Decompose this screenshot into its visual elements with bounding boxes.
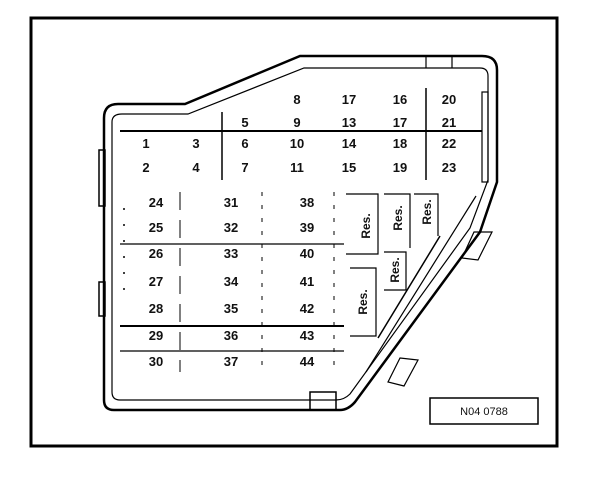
fuse-column-b: 31 32 33 34 35 36 37 [224,195,239,369]
fuse-number: 23 [442,160,456,175]
fuse-number: 3 [192,136,199,151]
res-bracket-4 [384,251,407,291]
fuse-number: 2 [142,160,149,175]
fuse-number: 39 [300,220,314,235]
fuse-number: 20 [442,92,456,107]
fuse-number: 28 [149,301,163,316]
fuse-number: 22 [442,136,456,151]
fuse-number: 11 [290,160,304,175]
res-bracket-2 [384,193,411,248]
fuse-number: 6 [241,136,248,151]
fuse-number: 25 [149,220,163,235]
fuse-number: 41 [300,274,314,289]
fuse-number: 17 [393,115,407,130]
fuse-row-3: 1 3 6 10 14 18 22 [142,136,456,151]
fuse-number: 26 [149,246,163,261]
fuse-number: 29 [149,328,163,343]
fuse-column-c: 38 39 40 41 42 43 44 [300,195,315,369]
fuse-number: 19 [393,160,407,175]
fuse-number: 40 [300,246,314,261]
fuse-number: 15 [342,160,356,175]
reserve-label: Res. [391,205,405,230]
left-clip-upper [98,149,106,207]
fuse-number: 24 [149,195,164,210]
fuse-row-1: 8 17 16 20 [293,92,456,107]
figure-tag-box [429,397,539,425]
right-clip [481,91,489,183]
fuse-number: 13 [342,115,356,130]
res-bracket-1 [346,193,379,255]
fuse-number: 7 [241,160,248,175]
fuse-box-inner-edge [111,67,489,401]
inner-diagonal-1 [377,235,441,339]
fuse-number: 9 [293,115,300,130]
fuse-number: 31 [224,195,238,210]
fuse-number: 27 [149,274,163,289]
fuse-number: 16 [393,92,407,107]
fuse-number: 10 [290,136,304,151]
reserve-label: Res. [359,213,373,238]
fuse-number: 21 [442,115,456,130]
fuse-number: 14 [342,136,357,151]
fuse-number: 30 [149,354,163,369]
fuse-number: 42 [300,301,314,316]
fuse-number: 43 [300,328,314,343]
fuse-number: 18 [393,136,407,151]
reserve-label: Res. [388,257,402,282]
inner-diagonal-2 [365,195,477,373]
fuse-number: 5 [241,115,248,130]
fuse-number: 1 [142,136,149,151]
fuse-number: 8 [293,92,300,107]
fuse-row-2: 5 9 13 17 21 [241,115,456,130]
fuse-number: 4 [192,160,200,175]
fuse-number: 17 [342,92,356,107]
fuse-row-4: 2 4 7 11 15 19 23 [142,160,456,175]
left-clip-lower [98,281,106,317]
diag-clip-upper [461,231,493,261]
fuse-number: 44 [300,354,315,369]
res-bracket-5 [350,267,377,337]
fuse-number: 37 [224,354,238,369]
figure-tag: N04 0788 [460,406,508,418]
outer-frame [29,16,559,448]
lower-tab [309,391,337,411]
fuse-number: 36 [224,328,238,343]
fuse-box-housing [102,54,499,412]
fuse-column-a: 24 25 26 27 28 29 30 [149,195,164,369]
fuse-number: 35 [224,301,238,316]
fuse-number: 34 [224,274,239,289]
res-bracket-3 [414,193,439,236]
fuse-number: 38 [300,195,314,210]
reserve-label: Res. [420,199,434,224]
diag-clip-lower [387,357,419,387]
fuse-number: 32 [224,220,238,235]
reserve-label: Res. [356,289,370,314]
fuse-number: 33 [224,246,238,261]
